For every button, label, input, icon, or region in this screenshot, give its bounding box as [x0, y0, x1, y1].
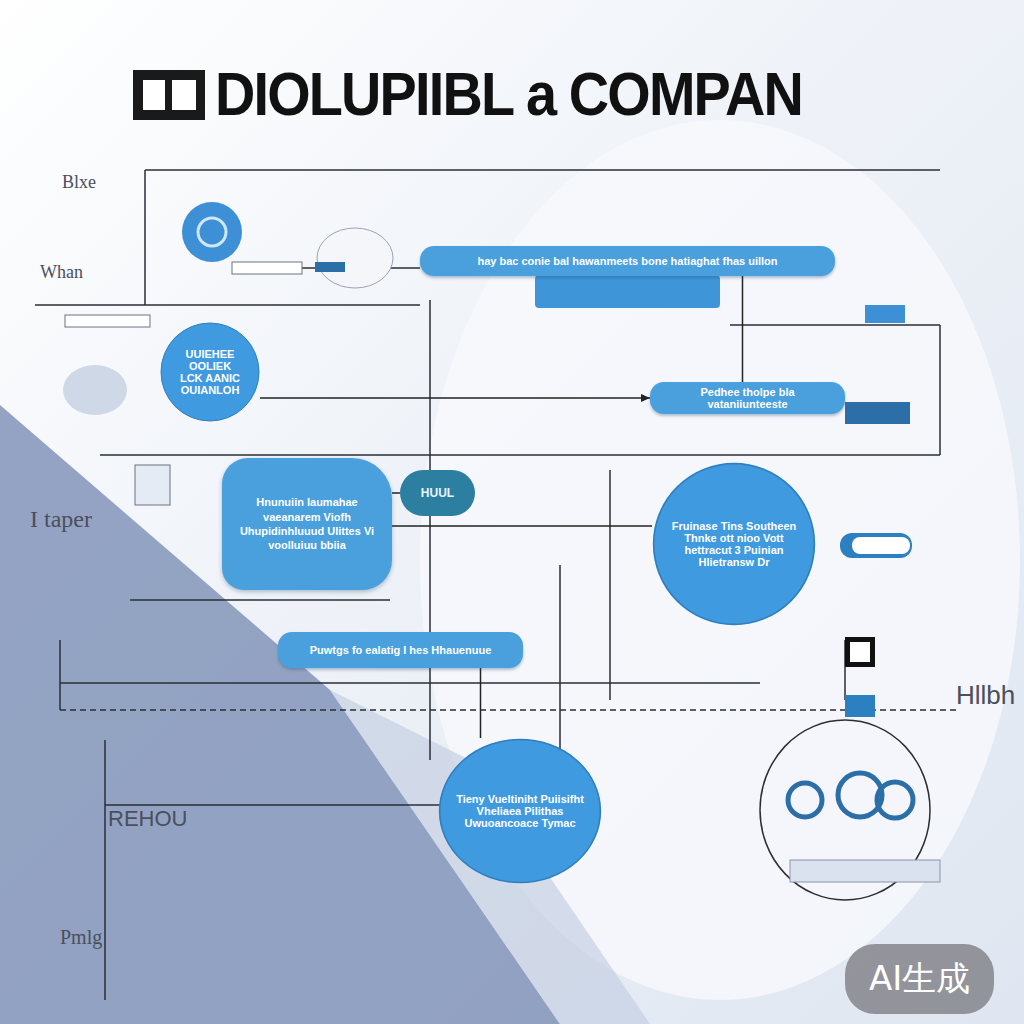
side-label: I taper: [30, 506, 92, 533]
side-label: Pmlg: [60, 926, 102, 949]
shade: [330, 690, 650, 1024]
frame-lines: [35, 70, 960, 1000]
connector: [392, 492, 400, 494]
info-circle: Fruinase Tins Southeen Thnke ott nioo Vo…: [652, 462, 816, 626]
icons: [63, 202, 940, 882]
info-circle: UUIEHEE OOLIEK LCK AANIC OUIANLOH: [160, 322, 260, 422]
connector: [260, 397, 650, 399]
side-label: Whan: [40, 262, 83, 283]
watermark: AI生成: [845, 944, 994, 1014]
connector: [742, 276, 744, 382]
glow: [420, 120, 1020, 1000]
process-bar: hay bac conie bal hawanmeets bone hatiag…: [420, 246, 835, 276]
process-bar: Pedhee tholpe bla vataniiunteeste: [650, 382, 845, 414]
node-text: HUUL: [421, 486, 454, 500]
node-text: hay bac conie bal hawanmeets bone hatiag…: [477, 255, 777, 267]
node-text: Fruinase Tins Southeen Thnke ott nioo Vo…: [670, 520, 798, 568]
connector: [480, 668, 482, 738]
diagram-title: DIOLUPIIBL a COMPAN: [215, 58, 802, 129]
node-text: Hnunuiin Iaumahae vaeanarem Viofh Uhupid…: [238, 495, 376, 552]
side-label: REHOU: [108, 806, 187, 832]
node-text: Tieny Vueltiniht Puiisifht Vheliaea Pili…: [456, 793, 584, 829]
side-label: Hllbh: [956, 680, 1015, 711]
node-text: Puwtgs fo ealatig l hes Hhauenuue: [310, 644, 492, 656]
node-text: UUIEHEE OOLIEK LCK AANIC OUIANLOH: [178, 348, 242, 396]
dark-wedge: [0, 405, 560, 1024]
side-label: Blxe: [62, 172, 96, 193]
node-text: Pedhee tholpe bla vataniiunteeste: [664, 386, 831, 410]
process-bar: Puwtgs fo ealatig l hes Hhauenuue: [278, 632, 523, 668]
small-capsule: HUUL: [400, 470, 475, 516]
connector: [392, 525, 652, 527]
speech-bubble: Hnunuiin Iaumahae vaeanarem Viofh Uhupid…: [222, 458, 392, 590]
info-circle: Tieny Vueltiniht Puiisifht Vheliaea Pili…: [438, 738, 602, 884]
